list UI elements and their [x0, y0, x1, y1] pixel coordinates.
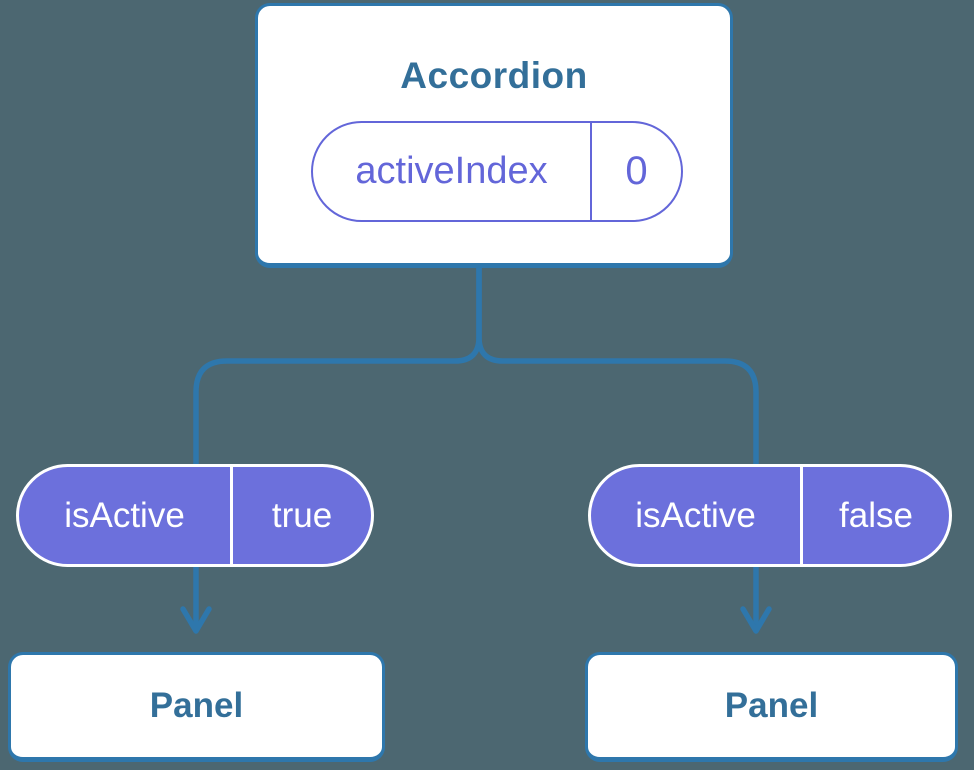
- state-name-label: activeIndex: [313, 123, 592, 220]
- accordion-title: Accordion: [400, 55, 588, 96]
- connector-right-branch: [476, 266, 759, 626]
- arrowhead-left-icon: [180, 606, 212, 634]
- accordion-component-box: Accordion activeIndex 0: [255, 3, 733, 268]
- prop-name-label-left: isActive: [19, 467, 233, 564]
- prop-value-label-right: false: [839, 495, 913, 535]
- connector-left-branch: [193, 266, 482, 626]
- state-pill: activeIndex 0: [311, 121, 683, 222]
- prop-pill-right: isActive false: [588, 464, 952, 567]
- panel-title-right: Panel: [724, 686, 819, 725]
- prop-name-label-right: isActive: [591, 467, 803, 564]
- panel-component-box-right: Panel: [585, 652, 958, 762]
- arrowhead-right-icon: [740, 606, 772, 634]
- state-value-label: 0: [625, 149, 648, 193]
- panel-title-left: Panel: [149, 686, 244, 725]
- panel-component-box-left: Panel: [8, 652, 385, 762]
- prop-value-label-left: true: [271, 495, 333, 535]
- prop-pill-left: isActive true: [16, 464, 374, 567]
